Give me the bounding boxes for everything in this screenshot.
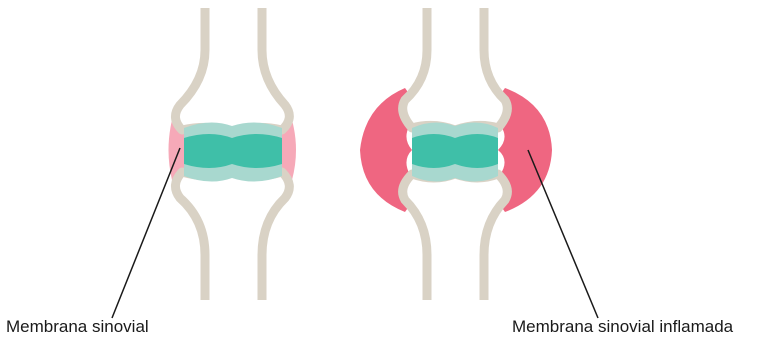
inflamed-lower-bone bbox=[403, 174, 508, 300]
label-normal-synovial-membrane: Membrana sinovial bbox=[6, 317, 149, 337]
normal-lower-bone bbox=[175, 172, 289, 300]
inflamed-joint bbox=[360, 8, 552, 300]
normal-upper-bone bbox=[175, 8, 289, 132]
label-inflamed-synovial-membrane: Membrana sinovial inflamada bbox=[512, 317, 733, 337]
inflamed-leader-line bbox=[528, 150, 598, 318]
normal-joint bbox=[169, 8, 297, 300]
inflamed-synovial-fluid bbox=[412, 134, 498, 168]
normal-synovial-fluid bbox=[184, 134, 282, 168]
inflamed-upper-bone bbox=[403, 8, 508, 130]
normal-leader-line bbox=[112, 148, 180, 318]
